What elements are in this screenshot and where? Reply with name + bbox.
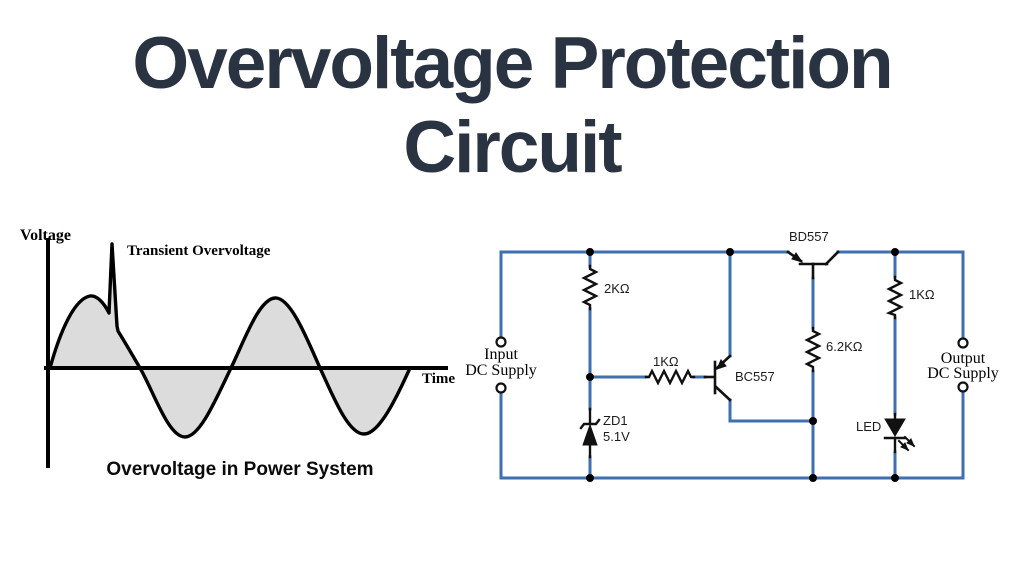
page-title: Overvoltage Protection Circuit [0,22,1024,190]
resistor-r2-label: 1KΩ [653,354,679,369]
input-label-line2: DC Supply [465,362,537,379]
output-terminal-positive [957,337,969,349]
page-title-line1: Overvoltage Protection [132,23,893,104]
zener-zd1 [579,407,601,459]
resistor-r1 [581,264,599,311]
led-arrow-1 [900,442,909,451]
bc557-emitter-arrow [716,359,727,370]
led-label: LED [856,419,882,434]
resistor-r2 [644,368,696,386]
transient-overvoltage-label: Transient Overvoltage [127,243,271,259]
x-axis-label: Time [422,371,456,387]
waveform-caption: Overvoltage in Power System [106,459,374,480]
waveform-path [48,242,412,439]
resistor-r4-label: 1KΩ [909,287,935,302]
waveform-plot [44,238,448,468]
led-arrow-2 [906,438,915,447]
input-label-line1: Input [484,346,518,363]
bd557-emitter-arrow [791,252,804,263]
transistor-bd557 [786,250,840,280]
resistor-r3-label: 6.2KΩ [826,339,863,354]
page-title-line2: Circuit [403,106,622,188]
circuit-wires [499,250,965,480]
zener-voltage-label: 5.1V [603,429,630,444]
transistor-q2-label: BD557 [789,229,829,244]
led-symbol [883,412,916,454]
transistor-bc557 [703,354,732,402]
output-label-line2: DC Supply [927,365,999,382]
y-axis-label: Voltage [20,227,71,244]
resistor-r1-label: 2KΩ [604,281,630,296]
zener-name-label: ZD1 [603,413,628,428]
resistor-r3 [804,326,822,373]
input-terminal-negative [495,382,507,394]
output-label-line1: Output [940,350,986,367]
transistor-q1-label: BC557 [735,369,775,384]
input-terminal-positive [495,336,507,348]
junction-dots [586,248,899,482]
resistor-r4 [885,275,904,320]
circuit-diagram [495,248,969,482]
output-terminal-negative [957,381,969,393]
